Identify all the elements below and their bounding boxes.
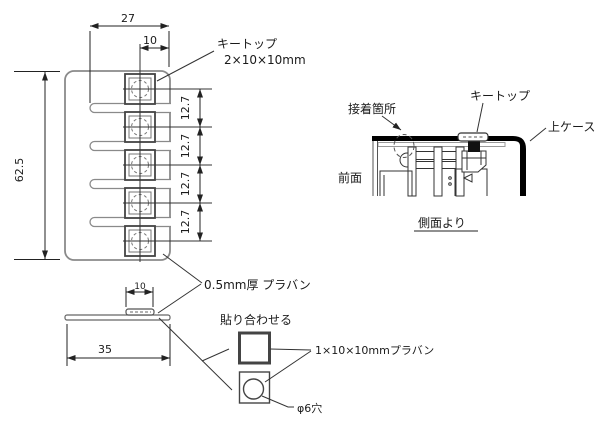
sheet-edge bbox=[64, 314, 171, 321]
front-face-label: 前面 bbox=[338, 170, 362, 185]
triangle-marker bbox=[462, 173, 473, 183]
keytop-callout-text-1: キートップ bbox=[217, 37, 277, 51]
plastic-piece-with-hole bbox=[238, 371, 271, 404]
dim-pitch-value: 12.7 bbox=[179, 172, 192, 197]
glue-detail: 貼り合わせる 1×10×10mmプラバン φ6穴 bbox=[158, 312, 434, 415]
hole-circle bbox=[242, 378, 265, 400]
side-view: 接着箇所 キートップ 上ケース 前面 側面より bbox=[338, 89, 595, 232]
dim-pitch-value: 12.7 bbox=[179, 210, 192, 235]
upper-case-callout-text: 上ケース bbox=[548, 120, 595, 134]
glue-note-text: 貼り合わせる bbox=[220, 312, 292, 327]
dim-pitch-value: 12.7 bbox=[179, 134, 192, 159]
upper-case-callout: 上ケース bbox=[529, 120, 595, 142]
dimension-35: 35 bbox=[66, 324, 171, 366]
dim-62-5-value: 62.5 bbox=[13, 158, 26, 183]
dimension-27: 27 bbox=[89, 12, 170, 103]
side-keytop-callout-text: キートップ bbox=[470, 89, 530, 103]
plunger bbox=[468, 140, 480, 152]
side-view-caption: 側面より bbox=[414, 216, 478, 232]
switch-body bbox=[461, 150, 487, 173]
dim-10-bump-value: 10 bbox=[134, 282, 146, 292]
dim-10-value: 10 bbox=[143, 34, 157, 47]
adhesive-callout: 接着箇所 bbox=[348, 101, 402, 131]
dimension-62-5: 62.5 bbox=[13, 71, 60, 260]
case-left-wall bbox=[372, 137, 378, 196]
dimension-10-bump: 10 bbox=[125, 282, 154, 307]
inner-sheet bbox=[377, 142, 506, 147]
keytop-bump bbox=[125, 308, 155, 316]
sheet-callout: 0.5mm厚 プラバン bbox=[157, 253, 311, 314]
plastic-piece-square bbox=[238, 331, 271, 365]
keytop-callout: キートップ 2×10×10mm bbox=[156, 37, 306, 82]
side-keytop bbox=[457, 132, 489, 142]
adhesive-callout-text: 接着箇所 bbox=[348, 101, 396, 116]
side-keytop-callout: キートップ bbox=[470, 89, 530, 133]
dim-35-value: 35 bbox=[98, 343, 112, 356]
hole-callout: φ6穴 bbox=[261, 395, 322, 415]
dimension-pitch-chain: 12.7 12.7 12.7 12.7 bbox=[179, 89, 203, 241]
adhesive-spot bbox=[393, 134, 415, 158]
dimension-10-top: 10 bbox=[140, 34, 169, 51]
lower-left-box bbox=[379, 170, 413, 196]
hole-callout-text: φ6穴 bbox=[297, 401, 322, 415]
piece-callout: 1×10×10mmプラバン bbox=[264, 344, 434, 383]
edge-view: 10 35 bbox=[64, 282, 171, 366]
front-view: 27 10 62.5 12.7 12.7 12.7 12.7 bbox=[13, 12, 306, 262]
dim-27-value: 27 bbox=[121, 12, 135, 25]
piece-callout-text: 1×10×10mmプラバン bbox=[315, 344, 434, 357]
plate-slots bbox=[89, 102, 171, 228]
side-view-caption-text: 側面より bbox=[418, 216, 466, 230]
dim-pitch-value: 12.7 bbox=[179, 96, 192, 121]
sheet-callout-text: 0.5mm厚 プラバン bbox=[204, 278, 311, 292]
keytop-callout-text-2: 2×10×10mm bbox=[224, 53, 306, 67]
switch-mechanism bbox=[379, 146, 488, 197]
